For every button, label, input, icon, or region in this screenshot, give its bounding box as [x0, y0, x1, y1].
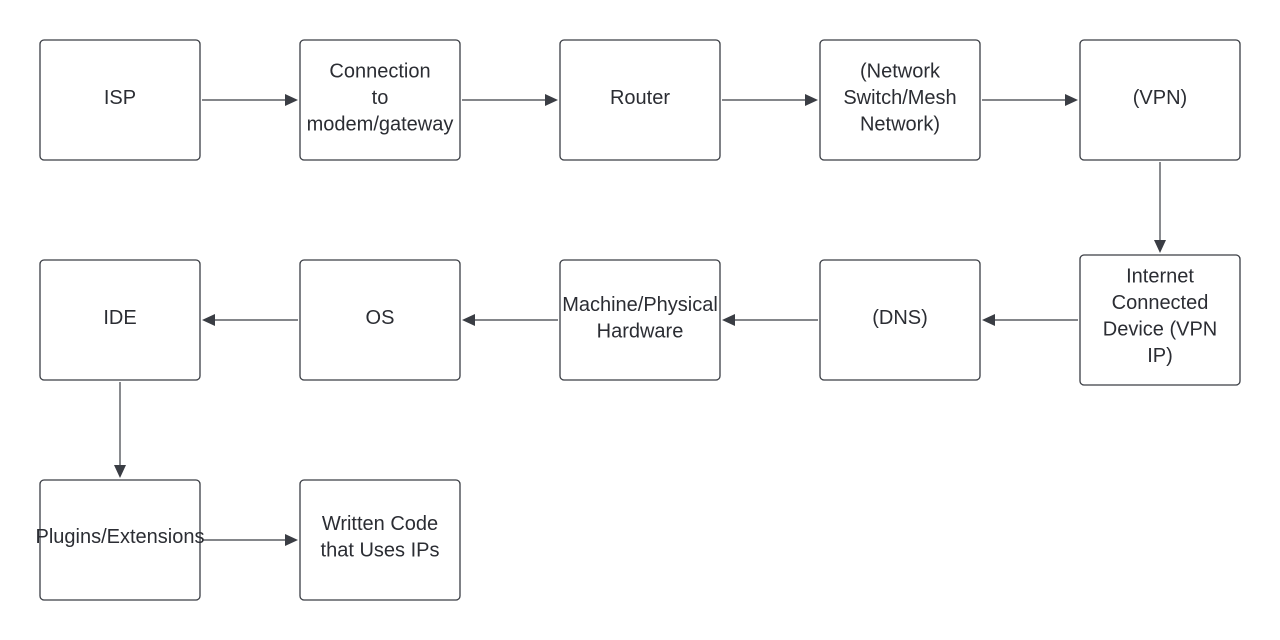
arrowhead-icon	[1154, 240, 1166, 253]
arrowhead-icon	[114, 465, 126, 478]
node-box	[1079, 254, 1241, 386]
edge-device-to-dns	[982, 314, 1078, 326]
node-label-line: to	[372, 87, 389, 109]
arrowhead-icon	[722, 314, 735, 326]
node-label-line: Switch/Mesh	[843, 87, 956, 109]
arrowhead-icon	[982, 314, 995, 326]
node-box	[299, 259, 461, 381]
node-label-line: (Network	[860, 61, 941, 83]
node-label-line: Connection	[329, 61, 430, 83]
node-label-line: IP)	[1147, 345, 1173, 367]
node-label: (VPN)	[1133, 87, 1187, 109]
node-label-line: OS	[366, 307, 395, 329]
arrowhead-icon	[285, 94, 298, 106]
node-label: Written Code that Uses IPs	[321, 513, 440, 562]
node-label: IDE	[103, 307, 136, 329]
node-box	[559, 39, 721, 161]
node-os: OS	[299, 259, 461, 381]
edge-switch-to-vpn	[982, 94, 1078, 106]
node-label-line: that Uses IPs	[321, 539, 440, 561]
edge-connection-to-router	[462, 94, 558, 106]
arrowhead-icon	[202, 314, 215, 326]
node-label-line: modem/gateway	[307, 114, 454, 136]
node-written-code: Written Code that Uses IPs	[299, 479, 461, 601]
edge-dns-to-hardware	[722, 314, 818, 326]
node-box	[1079, 39, 1241, 161]
arrowhead-icon	[545, 94, 558, 106]
arrowhead-icon	[285, 534, 298, 546]
node-label-line: Connected	[1112, 292, 1209, 314]
node-label-line: Device (VPN	[1103, 318, 1217, 340]
node-box	[819, 259, 981, 381]
node-connection-modem-gateway: Connection to modem/gateway	[299, 39, 461, 161]
node-label: ISP	[104, 87, 136, 109]
node-label-line: Machine/Physical	[562, 294, 718, 316]
node-label: Connection to modem/gateway	[307, 61, 454, 136]
node-label-line: Network)	[860, 114, 940, 136]
node-box	[39, 479, 201, 601]
node-label-line: (VPN)	[1133, 87, 1187, 109]
nodes-layer: ISP Connection to modem/gateway Router (Netwo…	[36, 39, 1241, 601]
arrowhead-icon	[805, 94, 818, 106]
edge-isp-to-connection	[202, 94, 298, 106]
node-isp: ISP	[39, 39, 201, 161]
edges-layer	[114, 94, 1166, 546]
arrowhead-icon	[462, 314, 475, 326]
edge-hardware-to-os	[462, 314, 558, 326]
node-box	[559, 259, 721, 381]
edge-router-to-switch	[722, 94, 818, 106]
edge-plugins-to-code	[202, 534, 298, 546]
node-label-line: Internet	[1126, 265, 1194, 287]
node-vpn: (VPN)	[1079, 39, 1241, 161]
node-dns: (DNS)	[819, 259, 981, 381]
node-label: (DNS)	[872, 307, 928, 329]
node-box	[299, 479, 461, 601]
node-box	[39, 259, 201, 381]
edge-vpn-to-device	[1154, 162, 1166, 253]
node-label-line: Plugins/Extensions	[36, 526, 205, 548]
node-router: Router	[559, 39, 721, 161]
node-label: Router	[610, 87, 670, 109]
node-label-line: Hardware	[597, 320, 684, 342]
edge-os-to-ide	[202, 314, 298, 326]
node-box	[39, 39, 201, 161]
node-plugins-extensions: Plugins/Extensions	[36, 479, 205, 601]
node-label-line: IDE	[103, 307, 136, 329]
node-box	[819, 39, 981, 161]
node-label-line: ISP	[104, 87, 136, 109]
edge-ide-to-plugins	[114, 382, 126, 478]
node-label-line: Written Code	[322, 513, 438, 535]
node-label-line: (DNS)	[872, 307, 928, 329]
arrowhead-icon	[1065, 94, 1078, 106]
node-label-line: Router	[610, 87, 670, 109]
node-label: Plugins/Extensions	[36, 526, 205, 548]
node-ide: IDE	[39, 259, 201, 381]
node-box	[299, 39, 461, 161]
node-label: OS	[366, 307, 395, 329]
